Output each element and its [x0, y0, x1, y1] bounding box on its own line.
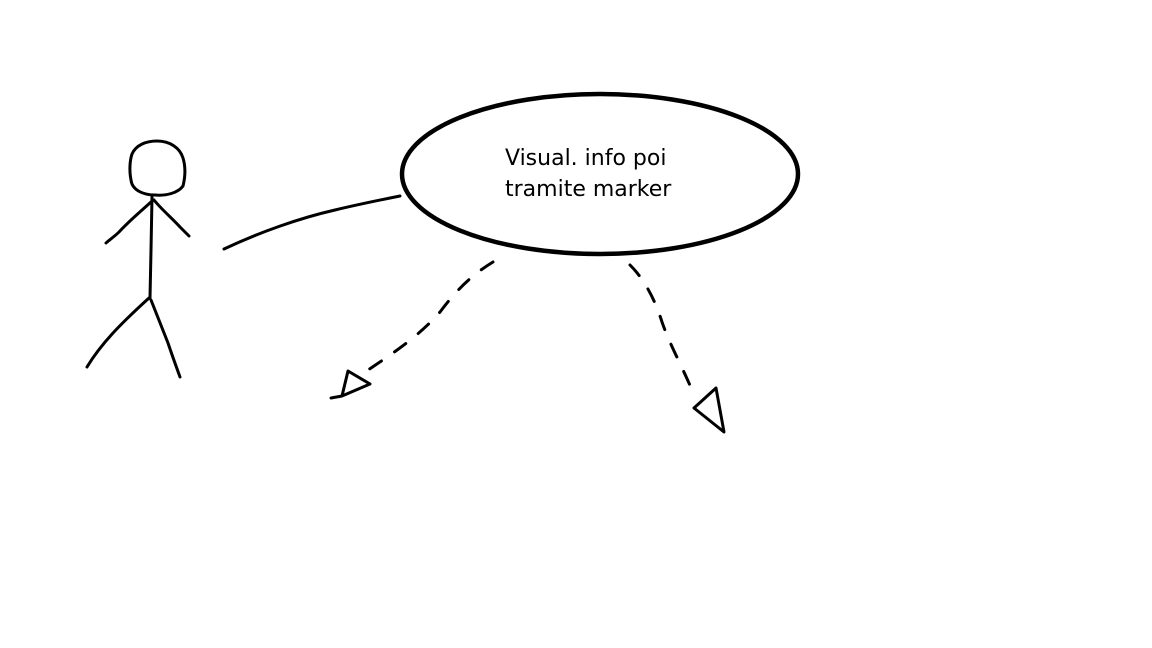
dependency-left: [329, 260, 495, 400]
dependency-right: [628, 263, 726, 434]
dependency-right-dashed-line: [628, 263, 694, 392]
use-case: Visual. info poi tramite marker: [399, 91, 801, 257]
use-case-ellipse: [399, 91, 801, 257]
dependency-left-dashed-line: [366, 260, 495, 372]
actor-body: [148, 195, 154, 300]
use-case-label-line-1: Visual. info poi: [505, 146, 666, 171]
arrow-head-right-icon: [692, 386, 726, 434]
actor-right-leg: [149, 298, 182, 379]
actor-left-leg: [85, 296, 151, 369]
association-line: [222, 194, 402, 251]
actor-stick-figure-icon: [85, 139, 191, 379]
arrow-head-left-icon: [329, 369, 372, 400]
actor-head: [128, 139, 187, 197]
actor-right-arm: [152, 198, 191, 238]
use-case-label-line-2: tramite marker: [505, 177, 672, 202]
actor-left-arm: [104, 200, 153, 245]
